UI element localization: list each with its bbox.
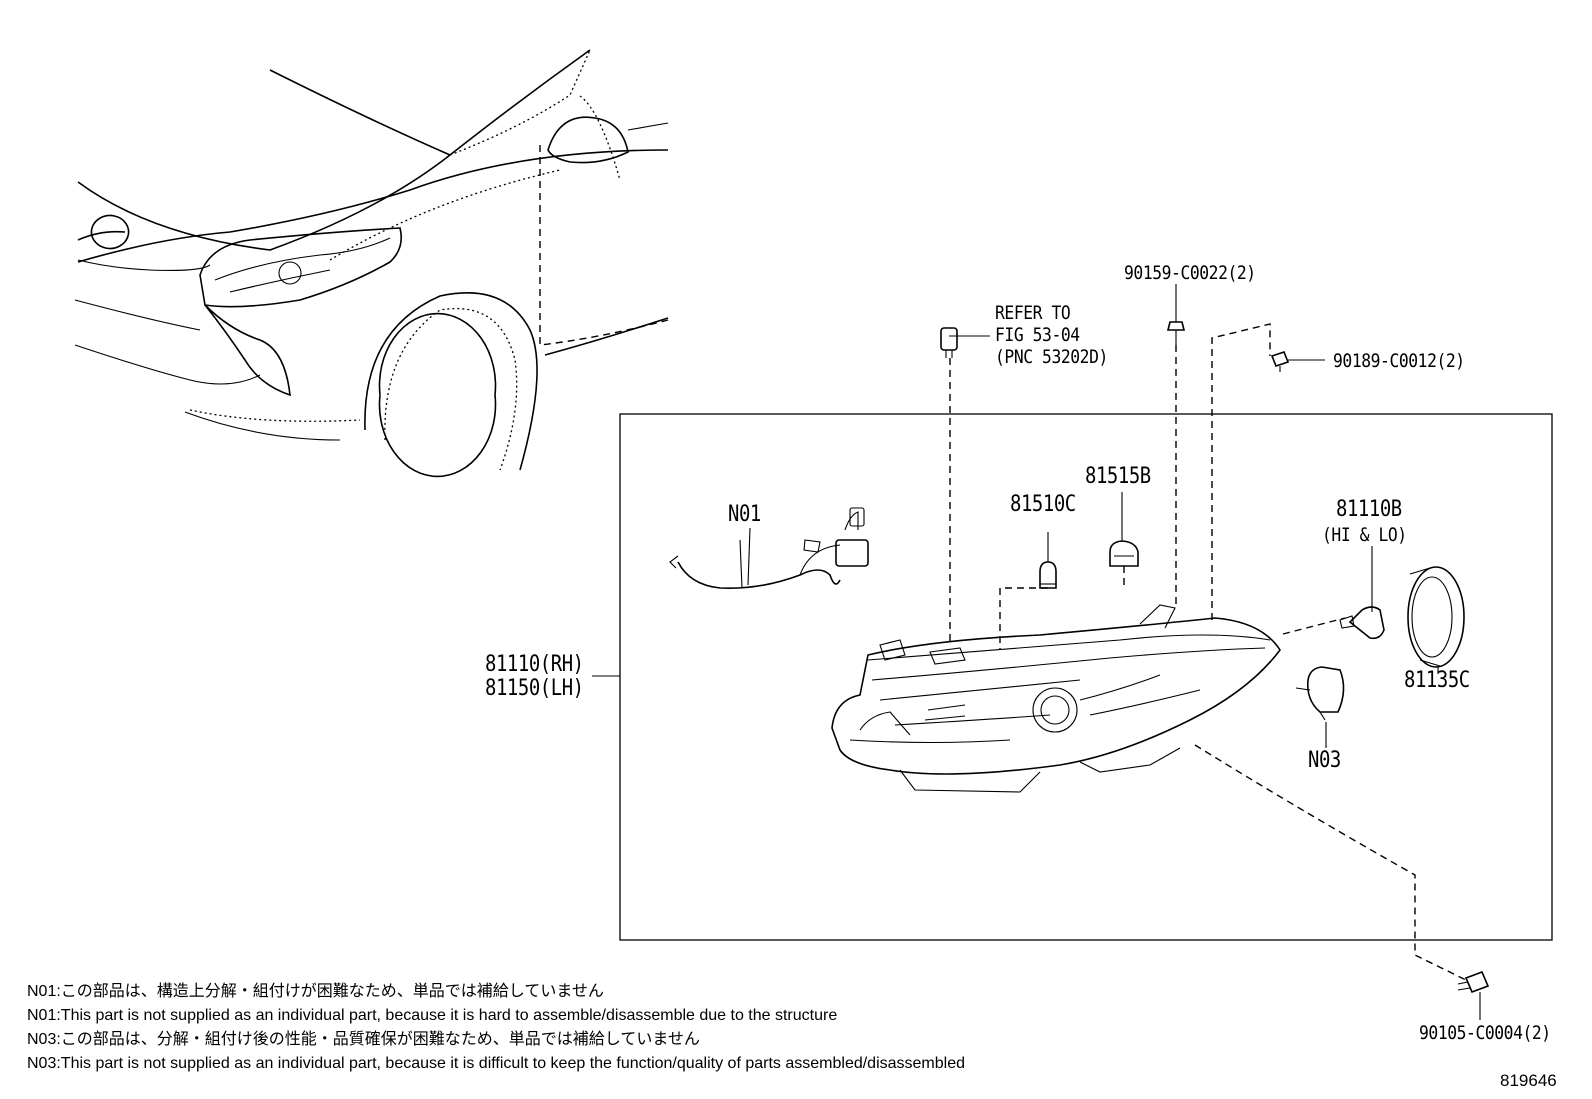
screw-90159	[1166, 321, 1186, 345]
note-n03-en: N03:This part is not supplied as an indi…	[27, 1055, 966, 1072]
note-n03-jp: N03:この部品は、分解・組付け後の性能・品質確保が困難なため、単品では補給して…	[27, 1031, 700, 1048]
label-refer-line2: FIG 53-04	[995, 324, 1080, 346]
label-81110b: 81110B	[1336, 497, 1402, 522]
label-81150-lh: 81150(LH)	[485, 676, 584, 701]
screw-90105	[1457, 970, 1490, 994]
label-81110b-note: (HI & LO)	[1322, 524, 1407, 546]
vehicle-front-illustration	[74, 49, 669, 478]
wire-harness-n01	[669, 507, 869, 590]
assembly-frame	[619, 413, 1553, 941]
cover-81135c	[1407, 566, 1465, 668]
label-90189: 90189-C0012(2)	[1333, 350, 1465, 372]
aiming-screw	[940, 327, 958, 358]
label-n03: N03	[1308, 748, 1341, 773]
label-81110-rh: 81110(RH)	[485, 652, 584, 677]
clip-90189	[1270, 351, 1290, 372]
note-n01-en: N01:This part is not supplied as an indi…	[27, 1007, 838, 1024]
note-n01-jp: N01:この部品は、構造上分解・組付けが困難なため、単品では補給していません	[27, 983, 604, 1000]
headlamp-assembly	[831, 604, 1281, 793]
label-81515b: 81515B	[1085, 464, 1151, 489]
label-90159: 90159-C0022(2)	[1124, 262, 1256, 284]
label-n01: N01	[728, 502, 761, 527]
label-81135c: 81135C	[1404, 668, 1470, 693]
bulb-81510c	[1039, 561, 1057, 589]
label-90105: 90105-C0004(2)	[1419, 1022, 1551, 1044]
label-81510c: 81510C	[1010, 492, 1076, 517]
label-refer-line1: REFER TO	[995, 302, 1071, 324]
figure-number: 819646	[1500, 1071, 1557, 1090]
socket-81515b	[1109, 540, 1139, 567]
label-refer-line3: (PNC 53202D)	[995, 346, 1108, 368]
actuator-n03	[1295, 666, 1345, 721]
bulb-81110b	[1339, 598, 1385, 640]
